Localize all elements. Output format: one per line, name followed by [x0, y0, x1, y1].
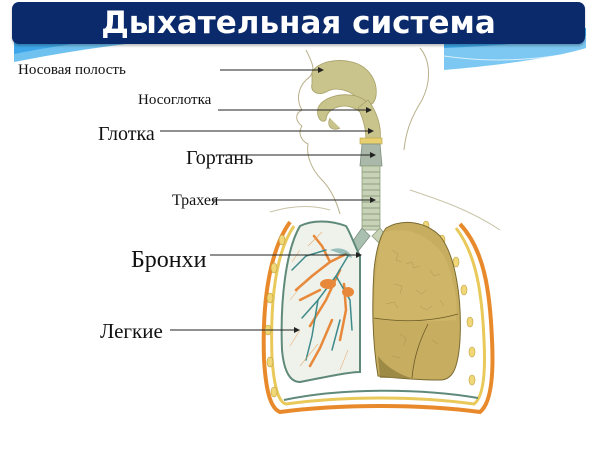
label-pharynx: Глотка: [98, 123, 155, 145]
label-bronchi: Бронхи: [131, 247, 207, 273]
label-nasopharynx: Носоглотка: [138, 92, 212, 108]
title-bar: Дыхательная система: [12, 2, 585, 44]
label-nasal-cavity: Носовая полость: [18, 62, 126, 78]
slide-title: Дыхательная система: [101, 5, 496, 41]
label-larynx: Гортань: [186, 147, 254, 169]
label-lungs: Легкие: [100, 319, 163, 343]
label-trachea: Трахея: [172, 192, 219, 209]
